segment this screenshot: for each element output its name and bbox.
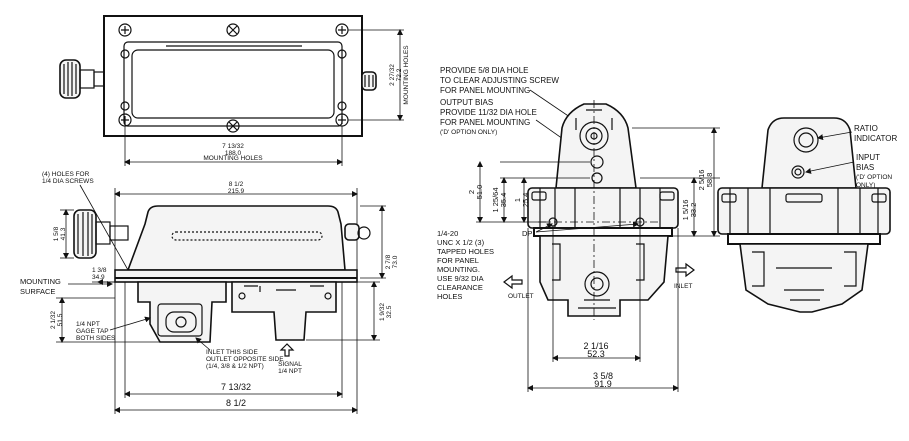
side-bonnet (555, 103, 637, 189)
dim-1-mm: 25.4 (521, 193, 530, 208)
front-overall-frac: 8 1/2 (229, 181, 244, 188)
note-bias-4: ('D' OPTION ONLY) (440, 129, 497, 136)
left-dim-frac: 1 5/8 (53, 226, 60, 241)
tap-note-4: FOR PANEL (437, 256, 479, 265)
lower-body-right (231, 281, 337, 341)
tap-note-7: CLEARANCE (437, 283, 483, 292)
inlet-note-1: INLET THIS SIDE (206, 349, 258, 356)
bottom-dim-1: 7 13/32 (221, 382, 251, 392)
regulator-body (126, 205, 346, 271)
mounting-surface-2: SURFACE (20, 287, 55, 296)
side-view: PROVIDE 5/8 DIA HOLE TO CLEAR ADJUSTING … (437, 66, 720, 392)
dp-label: DP (522, 229, 532, 238)
top-height-note: MOUNTING HOLES (403, 45, 410, 105)
signal-note-1: SIGNAL (278, 361, 302, 368)
ratio-label-2: INDICATOR (854, 134, 897, 143)
bot1-mm: 52.3 (587, 349, 605, 359)
lower-left-mm: 51.5 (57, 313, 64, 326)
note-hole-1: PROVIDE 5/8 DIA HOLE (440, 66, 528, 75)
npt-note-2: GAGE TAP (76, 328, 109, 335)
dim-25-frac: 2 5/16 (697, 170, 706, 191)
top-width-mm: 188.0 (225, 150, 242, 157)
outlet-arrow-icon (503, 274, 523, 290)
front-knob-icon (73, 209, 129, 259)
right-dim-mm: 73.0 (392, 255, 399, 268)
dim-125-frac: 1 25/64 (491, 187, 500, 212)
side-lower-body (539, 235, 669, 317)
signal-port-icon (361, 71, 377, 91)
front-window-slot (171, 231, 323, 241)
right-flange (717, 187, 891, 235)
mounting-surface-1: MOUNTING (20, 277, 61, 286)
dim-15-frac: 1 5/16 (681, 200, 690, 221)
note-hole-2: TO CLEAR ADJUSTING SCREW (440, 76, 559, 85)
left-dim-mm: 41.3 (60, 227, 67, 240)
tap-note-5: MOUNTING. (437, 265, 480, 274)
right-dim-frac: 2 7/8 (385, 254, 392, 269)
small-dim-frac: 1 3/8 (92, 267, 107, 274)
dim-2-mm: 51.0 (475, 185, 484, 200)
top-height-mm: 72.2 (396, 68, 403, 81)
holes-note-1: (4) HOLES FOR (42, 171, 90, 178)
note-bias-1: OUTPUT BIAS (440, 98, 493, 107)
tap-note-8: HOLES (437, 292, 462, 301)
input-bias-3: ('D' OPTION (856, 174, 892, 181)
input-bias-4: ONLY) (856, 182, 875, 189)
top-width-frac: 7 13/32 (222, 143, 244, 150)
signal-arrow-icon (279, 343, 295, 357)
bot2-frac: 3 5/8 (593, 371, 613, 381)
mounting-screw-icon (118, 23, 349, 133)
top-height-frac: 2 27/32 (389, 64, 396, 86)
signal-note-2: 1/4 NPT (278, 368, 302, 375)
front-overall-mm: 215.9 (228, 188, 245, 195)
lower-left-frac: 2 1/32 (50, 311, 57, 329)
tap-note-3: TAPPED HOLES (437, 247, 494, 256)
top-width-note: MOUNTING HOLES (203, 155, 263, 162)
note-bias-3: FOR PANEL MOUNTING (440, 118, 530, 127)
inlet-arrow-icon (675, 262, 695, 278)
input-bias-2: BIAS (856, 163, 874, 172)
outlet-label: OUTLET (508, 293, 534, 300)
bot1-frac: 2 1/16 (583, 341, 608, 351)
inlet-note-3: (1/4, 3/8 & 1/2 NPT) (206, 363, 264, 370)
adjusting-knob-icon (59, 59, 105, 99)
lower-right-frac: 1 9/32 (379, 303, 386, 321)
right-view: RATIO INDICATOR INPUT BIAS ('D' OPTION O… (717, 117, 897, 313)
bot2-mm: 91.9 (594, 379, 612, 389)
right-lower-body (739, 243, 869, 313)
bottom-dim-2: 8 1/2 (226, 398, 246, 408)
tap-note-1: 1/4-20 (437, 229, 458, 238)
tap-note-6: USE 9/32 DIA (437, 274, 484, 283)
front-signal-icon (344, 223, 371, 241)
inlet-note-2: OUTLET OPPOSITE SIDE (206, 356, 284, 363)
small-dim-mm: 34.9 (92, 274, 105, 281)
inlet-label: INLET (674, 283, 692, 290)
front-view: (4) HOLES FOR 1/4 DIA SCREWS 8 1/2 215.9 (20, 171, 399, 414)
dim-1-frac: 1 (513, 198, 522, 202)
dim-25-mm: 58.8 (705, 173, 714, 188)
top-view: 7 13/32 188.0 MOUNTING HOLES 2 27/32 72.… (59, 15, 410, 166)
lower-right-mm: 32.5 (386, 305, 393, 318)
note-bias-2: PROVIDE 11/32 DIA HOLE (440, 108, 537, 117)
ratio-label-1: RATIO (854, 124, 878, 133)
npt-note-1: 1/4 NPT (76, 321, 100, 328)
dim-2-frac: 2 (467, 190, 476, 194)
tap-note-2: UNC X 1/2 (3) (437, 238, 485, 247)
dim-15-mm: 33.2 (689, 203, 698, 218)
npt-note-3: BOTH SIDES (76, 335, 116, 342)
input-bias-1: INPUT (856, 153, 880, 162)
top-view-window (131, 49, 335, 119)
holes-note-2: 1/4 DIA SCREWS (42, 178, 94, 185)
dim-125-mm: 35.4 (499, 193, 508, 208)
note-hole-3: FOR PANEL MOUNTING (440, 86, 530, 95)
